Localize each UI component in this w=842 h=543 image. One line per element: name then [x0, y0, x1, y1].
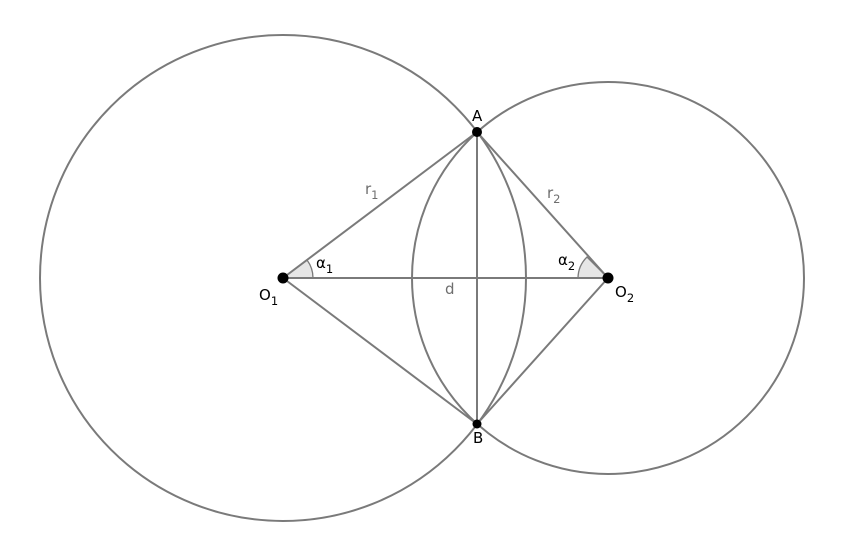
segment-o1-a — [282, 131, 478, 279]
label-radius-2: r2 — [547, 184, 561, 206]
point-a — [472, 127, 482, 137]
label-center-o1: O1 — [259, 286, 278, 308]
segment-o2-a — [476, 131, 609, 279]
point-b — [472, 419, 482, 429]
segment-o1-b — [282, 277, 478, 425]
label-angle-2: α2 — [558, 251, 575, 273]
label-angle-1: α1 — [316, 254, 333, 276]
center-o2 — [602, 272, 614, 284]
segment-o2-b — [476, 277, 609, 425]
label-radius-1: r1 — [365, 180, 379, 202]
center-o1 — [277, 272, 289, 284]
label-center-o2: O2 — [615, 283, 634, 305]
label-distance: d — [445, 280, 455, 298]
label-point-b: B — [473, 429, 483, 447]
label-point-a: A — [472, 107, 483, 125]
